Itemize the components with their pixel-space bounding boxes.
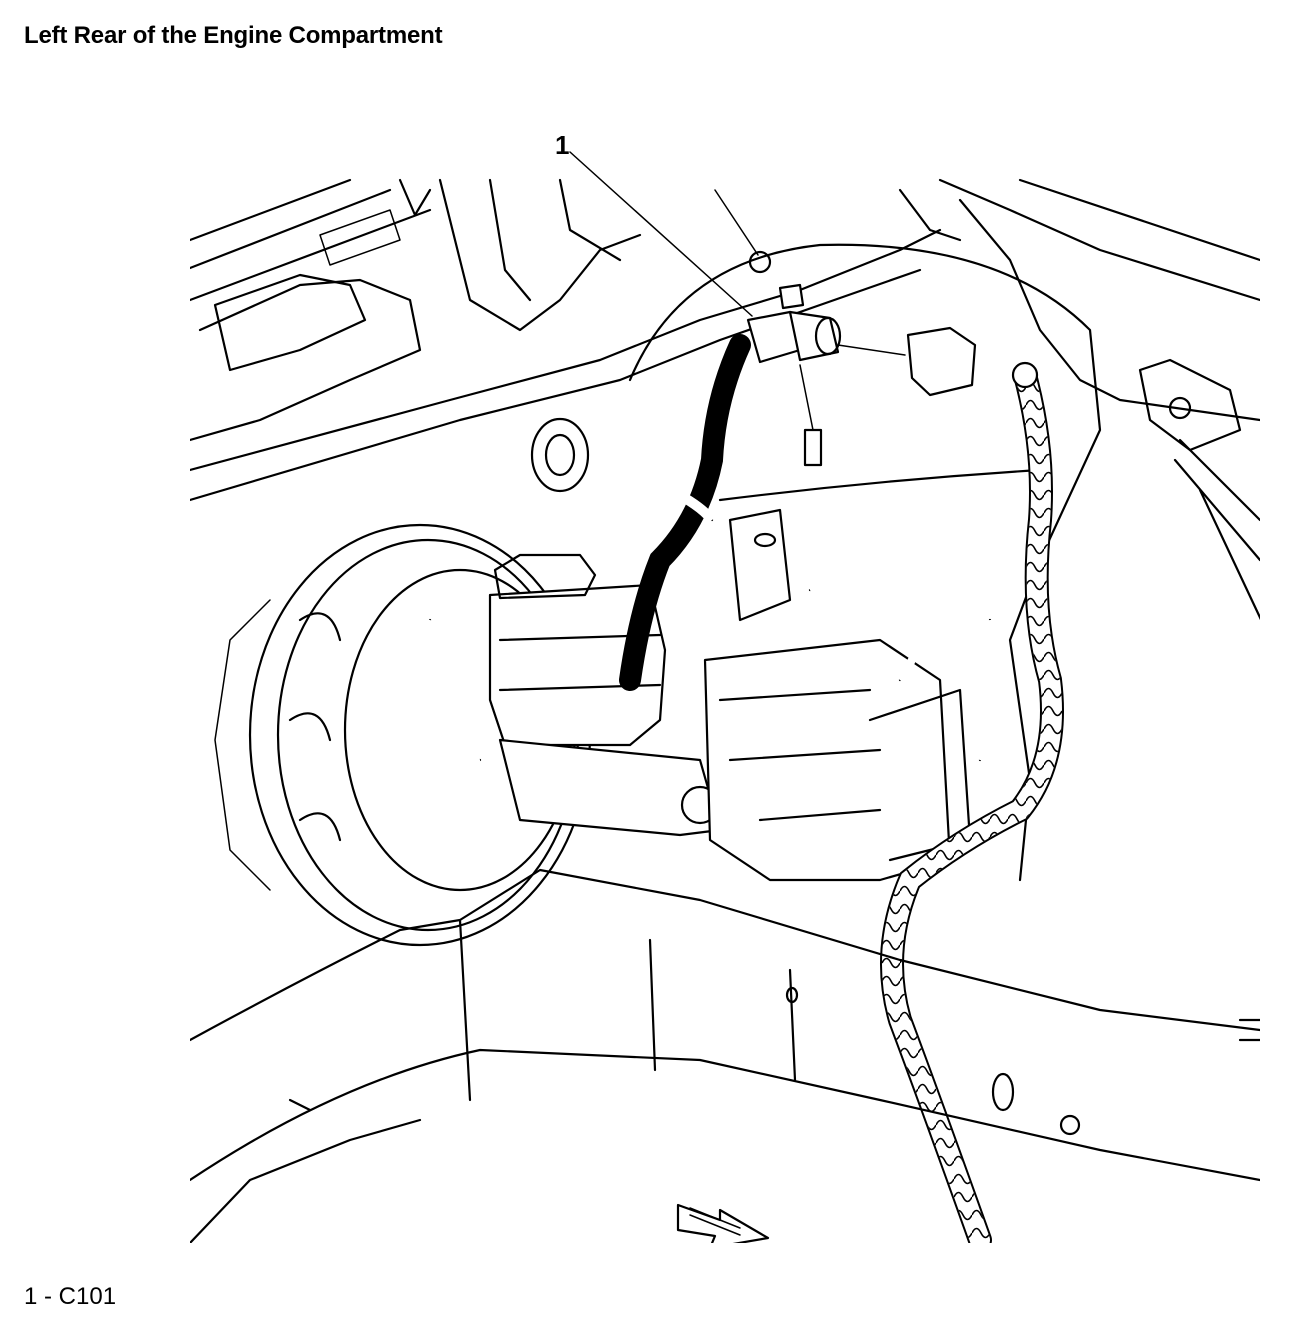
wiring-harness bbox=[411, 334, 1064, 1243]
cowl-panel bbox=[190, 178, 942, 502]
strut-dome bbox=[628, 243, 1102, 882]
lower-frame bbox=[190, 868, 1260, 1243]
callout-leader-line bbox=[569, 151, 753, 317]
fender-panel bbox=[898, 178, 1260, 621]
abs-module bbox=[703, 508, 972, 882]
master-cylinder bbox=[488, 553, 722, 837]
direction-arrow bbox=[676, 1203, 770, 1243]
connector-c101 bbox=[714, 189, 1039, 467]
callout-number-1: 1 bbox=[555, 130, 570, 160]
diagram-title: Left Rear of the Engine Compartment bbox=[24, 22, 443, 49]
legend-item-1: 1 - C101 bbox=[24, 1283, 117, 1310]
harness-grommet bbox=[530, 417, 590, 493]
